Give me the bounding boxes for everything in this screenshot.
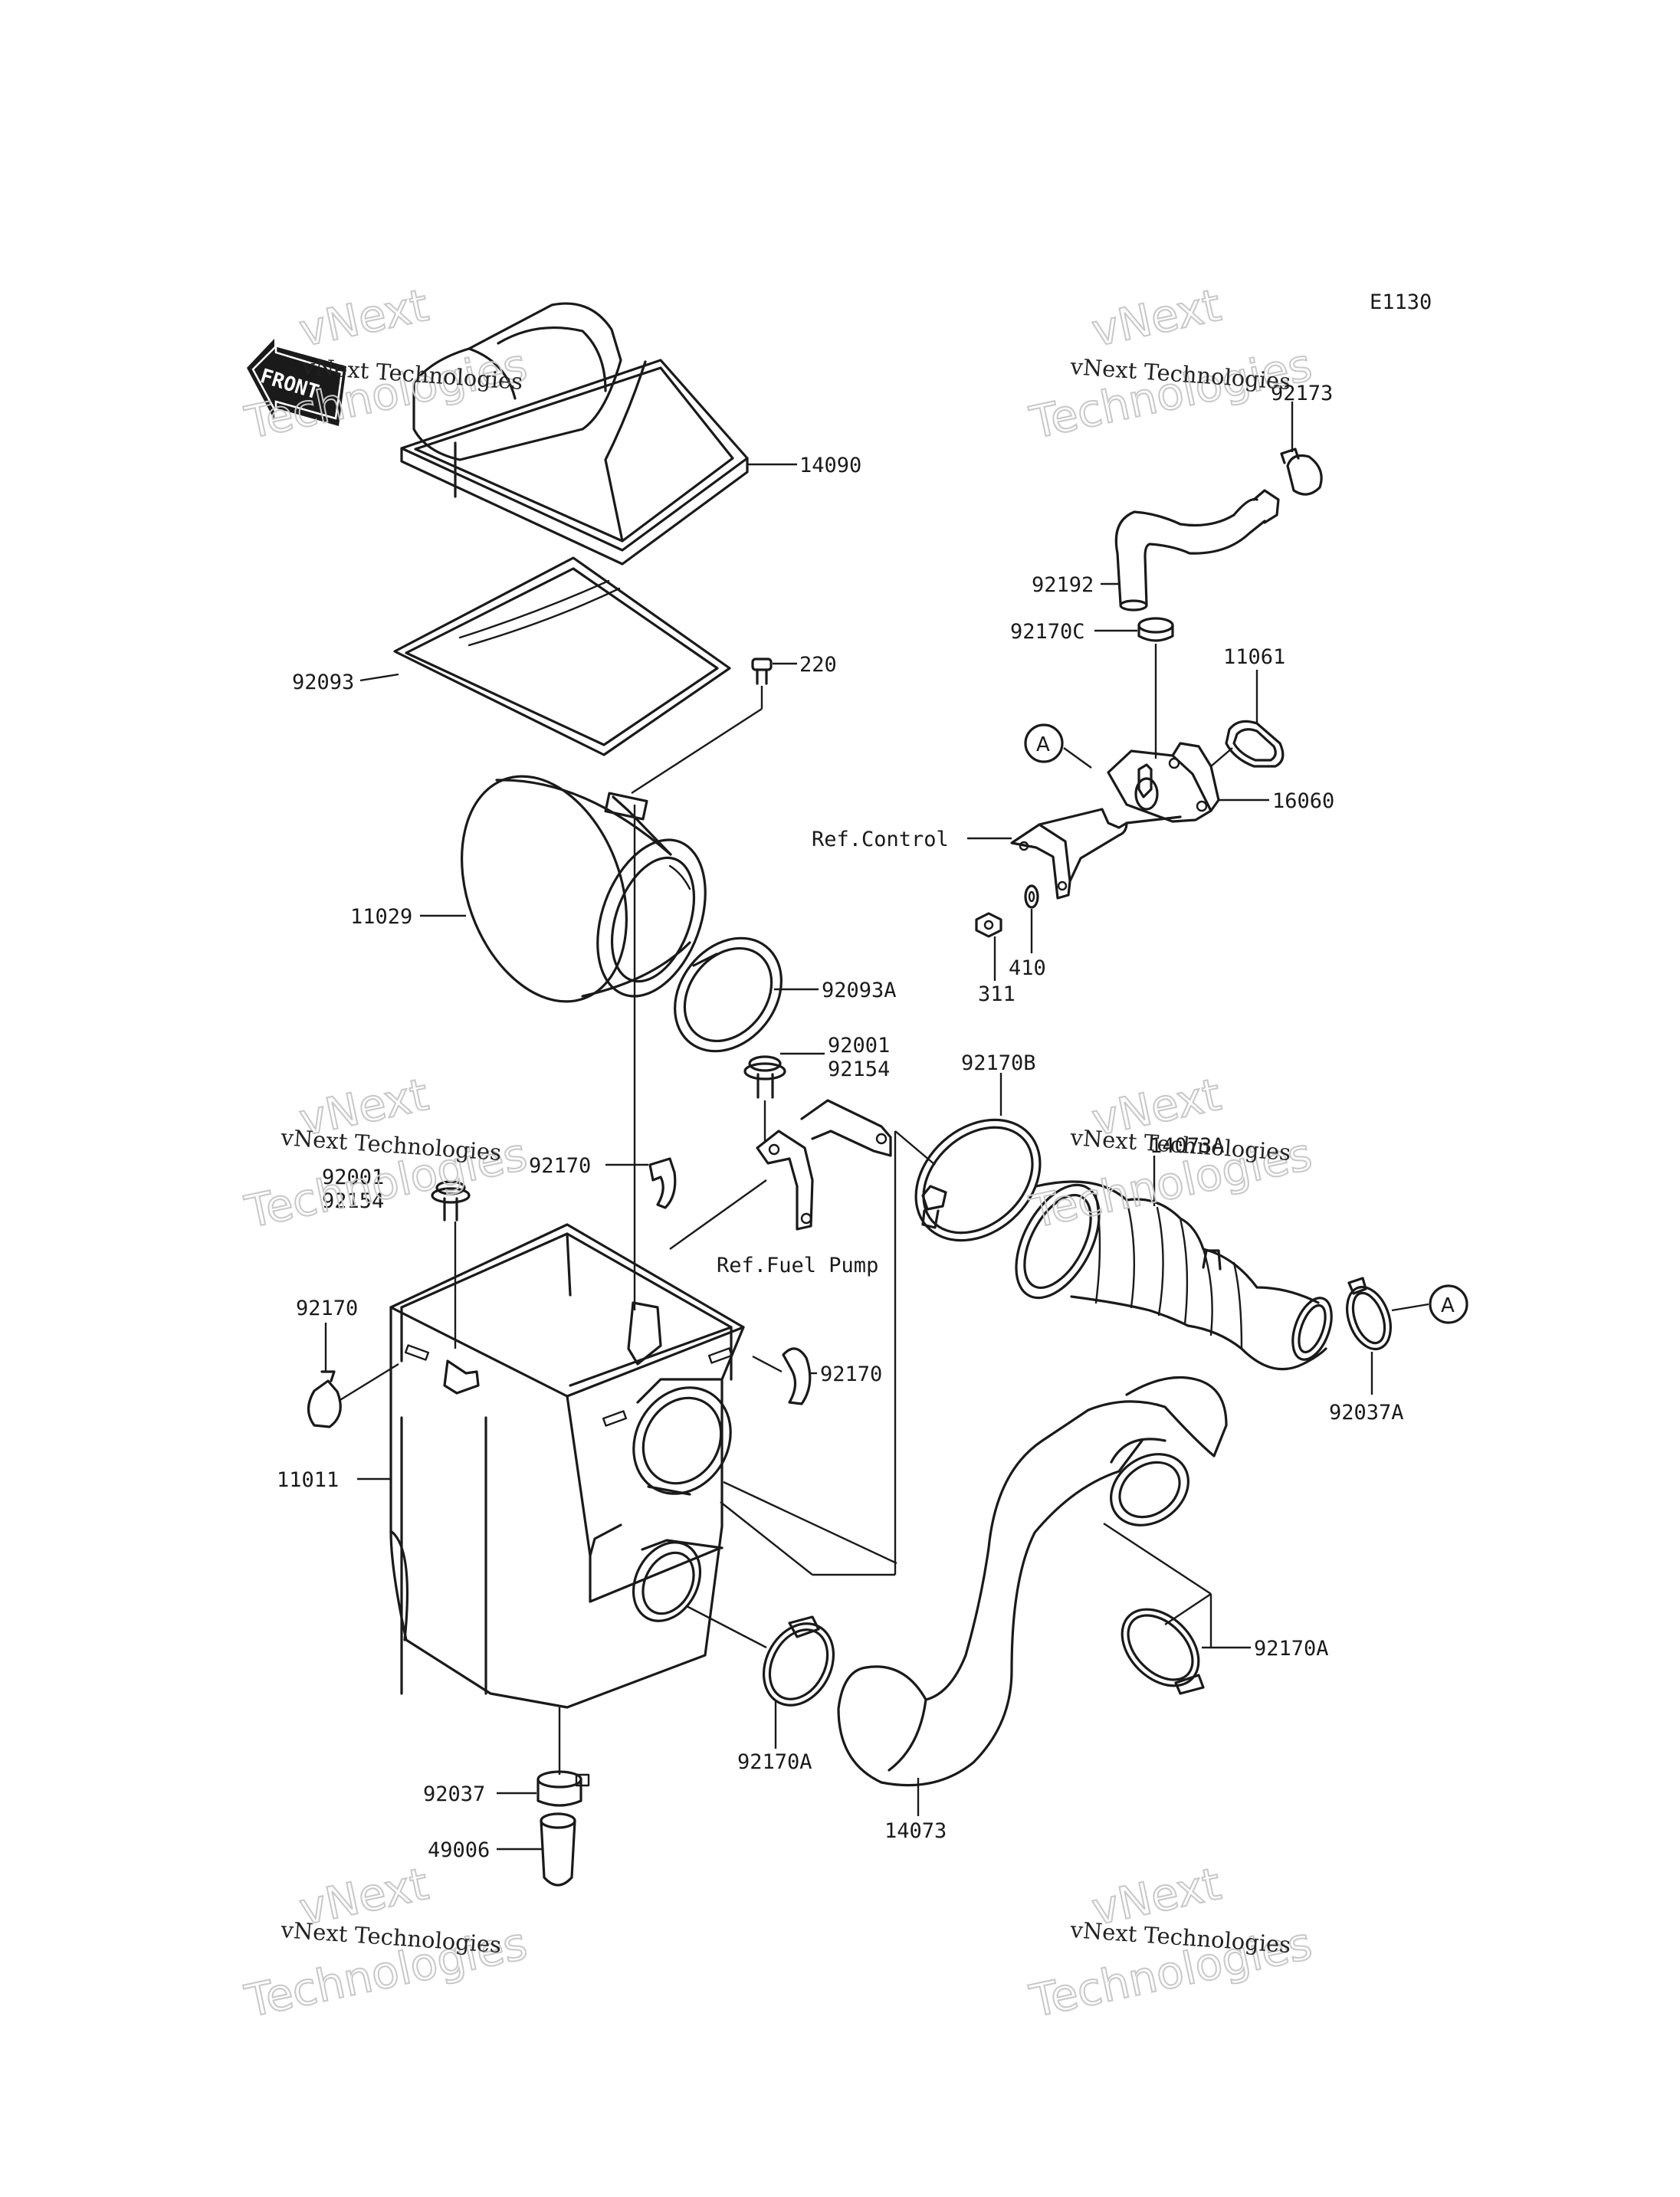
clamp-92037A-part	[1346, 1277, 1392, 1351]
label-92170-right: 92170	[820, 1362, 882, 1386]
watermark-bottom-right: vNext Technologies vNext Technologies	[1025, 1857, 1317, 2028]
label-92170A-lower: 92170A	[737, 1750, 812, 1774]
label-92154-left: 92154	[322, 1189, 384, 1213]
callout-a-lower: A	[1429, 1284, 1468, 1324]
clip-upper-part	[648, 1157, 677, 1209]
nut-311-part	[975, 912, 1002, 938]
label-16060: 16060	[1272, 789, 1334, 813]
clamp-92170A-lower-part	[762, 1615, 835, 1707]
air-box-cover-part	[400, 302, 749, 566]
watermark-top-right: vNext Technologies vNext Technologies	[1025, 278, 1317, 450]
air-box-drain-outlet-part	[632, 1539, 724, 1622]
label-92170C: 92170C	[1010, 620, 1085, 644]
svg-text:vNext: vNext	[1088, 279, 1226, 357]
air-box-outlet-part	[632, 1378, 732, 1496]
label-49006: 49006	[428, 1838, 490, 1862]
label-92192: 92192	[1032, 573, 1094, 597]
bolt-left-part	[431, 1180, 471, 1221]
label-11061: 11061	[1223, 645, 1285, 669]
clamp-92170B-part	[914, 1118, 1042, 1242]
label-92037: 92037	[423, 1782, 485, 1806]
svg-text:Technologies: Technologies	[1025, 339, 1317, 449]
ref-control-label: Ref.Control	[812, 828, 949, 851]
clip-left-part	[307, 1370, 342, 1428]
clamp-92173-part	[1280, 448, 1323, 496]
label-92154-upper: 92154	[828, 1058, 890, 1081]
label-410: 410	[1009, 956, 1046, 980]
clamp-92037-part	[536, 1770, 590, 1807]
label-220: 220	[799, 653, 837, 677]
label-92093A: 92093A	[822, 979, 897, 1002]
washer-410-part	[1024, 884, 1039, 909]
clip-92170C-part	[1137, 617, 1174, 642]
label-92093: 92093	[292, 671, 354, 694]
intake-duct-14073-part	[837, 1376, 1228, 1787]
gasket-part	[393, 556, 731, 756]
diagram-code: E1130	[1370, 290, 1432, 314]
intake-boot-14073A-part	[1015, 1180, 1333, 1371]
watermark-bottom-left: vNext Technologies vNext Technologies	[240, 1857, 533, 2028]
watermark-mid-left: vNext Technologies vNext Technologies	[240, 1067, 533, 1239]
label-14073A: 14073A	[1150, 1134, 1225, 1158]
label-11029: 11029	[350, 905, 412, 929]
svg-text:vNext: vNext	[295, 279, 433, 357]
watermark-mid-right: vNext Technologies vNext Technologies	[1025, 1067, 1317, 1239]
label-92001-left: 92001	[322, 1166, 384, 1189]
bolt-upper-part	[743, 1055, 786, 1099]
fuel-pump-bracket-part	[756, 1099, 892, 1231]
svg-text:A: A	[1441, 1294, 1455, 1317]
air-box-body-part	[389, 1223, 745, 1709]
label-14090: 14090	[799, 454, 861, 477]
label-92037A: 92037A	[1329, 1401, 1404, 1425]
clamp-92170A-right-part	[1121, 1608, 1205, 1695]
control-bracket-part	[1010, 808, 1182, 900]
gasket-11061-part	[1225, 720, 1285, 768]
clip-right-part	[782, 1347, 812, 1405]
seal-ring-part	[674, 936, 783, 1053]
svg-text:A: A	[1036, 733, 1050, 756]
drain-tube-part	[540, 1812, 576, 1887]
label-92170-left: 92170	[296, 1297, 358, 1320]
label-311: 311	[978, 982, 1016, 1006]
air-filter-part	[461, 775, 707, 1003]
label-11011: 11011	[277, 1468, 339, 1492]
valve-16060-part	[1107, 742, 1220, 823]
label-92170-upper: 92170	[529, 1154, 591, 1178]
label-92170A-right: 92170A	[1254, 1637, 1329, 1661]
front-arrow-icon: FRONT	[247, 339, 346, 426]
breather-hose-part	[1114, 489, 1280, 612]
callout-a-upper: A	[1024, 723, 1064, 763]
label-92170B: 92170B	[961, 1051, 1036, 1075]
ref-fuel-pump-label: Ref.Fuel Pump	[717, 1254, 878, 1277]
label-92173: 92173	[1271, 382, 1333, 405]
label-92001-upper: 92001	[828, 1034, 890, 1058]
label-14073: 14073	[884, 1819, 947, 1843]
screw-220-part	[751, 657, 773, 685]
